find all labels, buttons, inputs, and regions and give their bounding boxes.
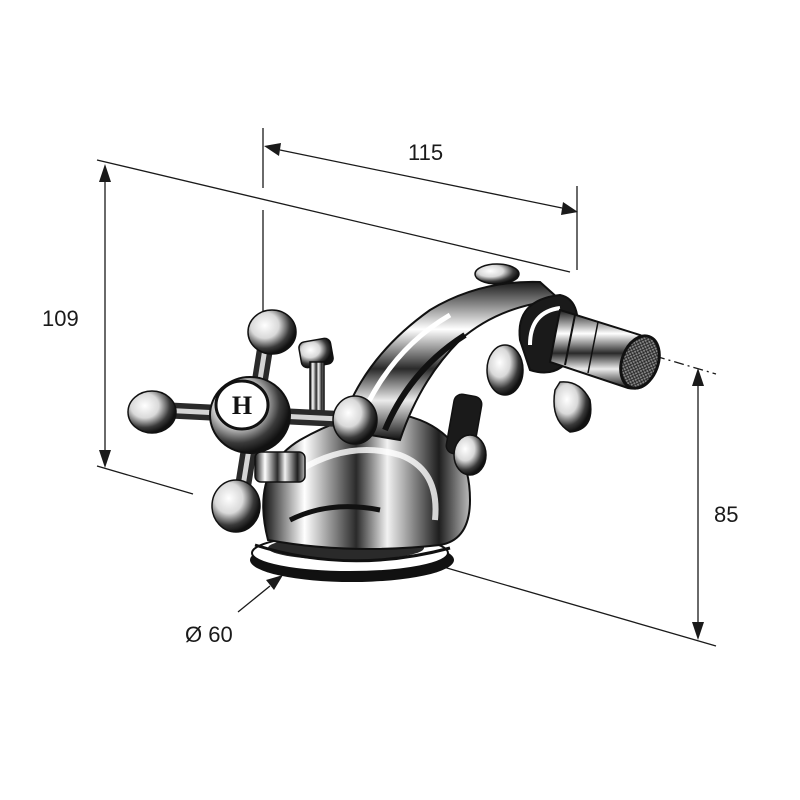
- height-total-arrow-top: [99, 164, 111, 182]
- base-diameter-label: Ø 60: [185, 622, 233, 647]
- diameter-leader-line: [237, 585, 271, 613]
- width-dimension-label: 115: [408, 140, 443, 165]
- top-reference-line: [96, 159, 571, 273]
- spout-height-arrow-top: [692, 368, 704, 386]
- bottom-left-reference-line: [96, 465, 194, 495]
- aerator-nozzle: [548, 308, 661, 390]
- handle-ball-top: [247, 309, 297, 355]
- width-arrow-right: [561, 202, 578, 215]
- hot-indicator-label: H: [232, 391, 252, 420]
- dimension-lines: [96, 128, 717, 647]
- handle-ball-left: [127, 390, 177, 434]
- height-total-dimension-label: 109: [42, 306, 79, 331]
- spout-height-arrow-bottom: [692, 622, 704, 640]
- aerator-mesh-icon: [619, 334, 661, 390]
- width-arrow-left: [264, 143, 281, 156]
- width-dimension-line: [279, 149, 563, 209]
- handle-ball-bottom: [211, 479, 261, 533]
- diameter-arrow: [266, 575, 283, 590]
- hot-cross-handle: H: [127, 309, 378, 533]
- faucet-illustration: H: [127, 263, 661, 582]
- spout-height-dimension-label: 85: [714, 502, 738, 527]
- cold-cross-handle: [445, 344, 524, 476]
- height-total-arrow-bottom: [99, 450, 111, 468]
- faucet-body: [262, 412, 472, 550]
- spout-axis-line: [654, 355, 717, 375]
- handle-ball-right: [332, 395, 378, 445]
- pop-up-lever: [298, 337, 334, 413]
- bottom-right-reference-line: [439, 565, 717, 647]
